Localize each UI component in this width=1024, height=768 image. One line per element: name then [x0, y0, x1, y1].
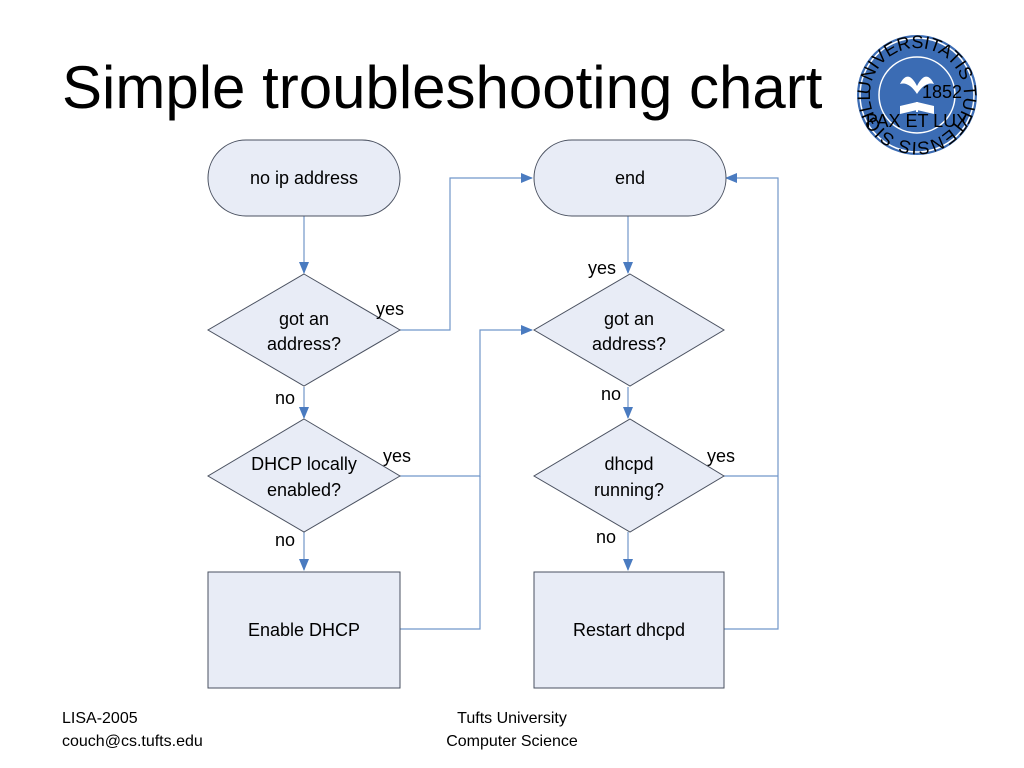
seal-year: 1852	[922, 82, 962, 102]
footer-center: Tufts University Computer Science	[412, 707, 612, 753]
node-end-label: end	[615, 168, 645, 188]
footer-event: LISA-2005	[62, 710, 138, 727]
node-check-address-left-line2: address?	[267, 334, 341, 354]
node-check-address-left-line1: got an	[279, 309, 329, 329]
tufts-seal-logo: UNIVERSITATIS TUFTENSIS SIGILLUM 1852 PA…	[856, 34, 978, 156]
node-enable-dhcp: Enable DHCP	[207, 571, 401, 689]
node-dhcpd-running: dhcpd running?	[533, 418, 725, 533]
node-dhcp-enabled: DHCP locally enabled?	[207, 418, 401, 533]
node-end: end	[533, 139, 727, 217]
footer-left: LISA-2005 couch@cs.tufts.edu	[62, 707, 203, 753]
edge-left-decision-yes-to-end	[400, 173, 533, 331]
label-dhcpd-running-no: no	[596, 527, 616, 547]
seal-emblem-icon	[900, 76, 934, 114]
node-dhcp-enabled-line2: enabled?	[267, 480, 341, 500]
seal-motto: PAX ET LUX	[866, 111, 968, 131]
slide-title: Simple troubleshooting chart	[62, 54, 823, 121]
node-start-label: no ip address	[250, 168, 358, 188]
footer-university: Tufts University	[457, 710, 567, 727]
label-dhcpd-running-yes: yes	[707, 446, 735, 466]
label-right-address-no: no	[601, 384, 621, 404]
edge-dhcp-enabled-yes	[400, 325, 533, 477]
footer-department: Computer Science	[446, 733, 578, 750]
edge-enable-dhcp-loop	[400, 476, 481, 630]
label-dhcp-enabled-yes: yes	[383, 446, 411, 466]
node-check-address-right-line2: address?	[592, 334, 666, 354]
node-restart-dhcpd-label: Restart dhcpd	[573, 620, 685, 640]
footer-email: couch@cs.tufts.edu	[62, 733, 203, 750]
node-enable-dhcp-label: Enable DHCP	[248, 620, 360, 640]
edge-restart-dhcpd-to-end	[724, 173, 779, 630]
label-left-address-no: no	[275, 388, 295, 408]
node-check-address-left: got an address?	[207, 273, 401, 387]
node-dhcp-enabled-line1: DHCP locally	[251, 454, 357, 474]
node-start: no ip address	[207, 139, 401, 217]
node-check-address-right-line1: got an	[604, 309, 654, 329]
node-dhcpd-running-line1: dhcpd	[604, 454, 653, 474]
node-check-address-right: got an address?	[533, 273, 725, 387]
label-dhcp-enabled-no: no	[275, 530, 295, 550]
label-end-yes: yes	[588, 258, 616, 278]
label-left-address-yes: yes	[376, 299, 404, 319]
node-dhcpd-running-line2: running?	[594, 480, 664, 500]
node-restart-dhcpd: Restart dhcpd	[533, 571, 725, 689]
